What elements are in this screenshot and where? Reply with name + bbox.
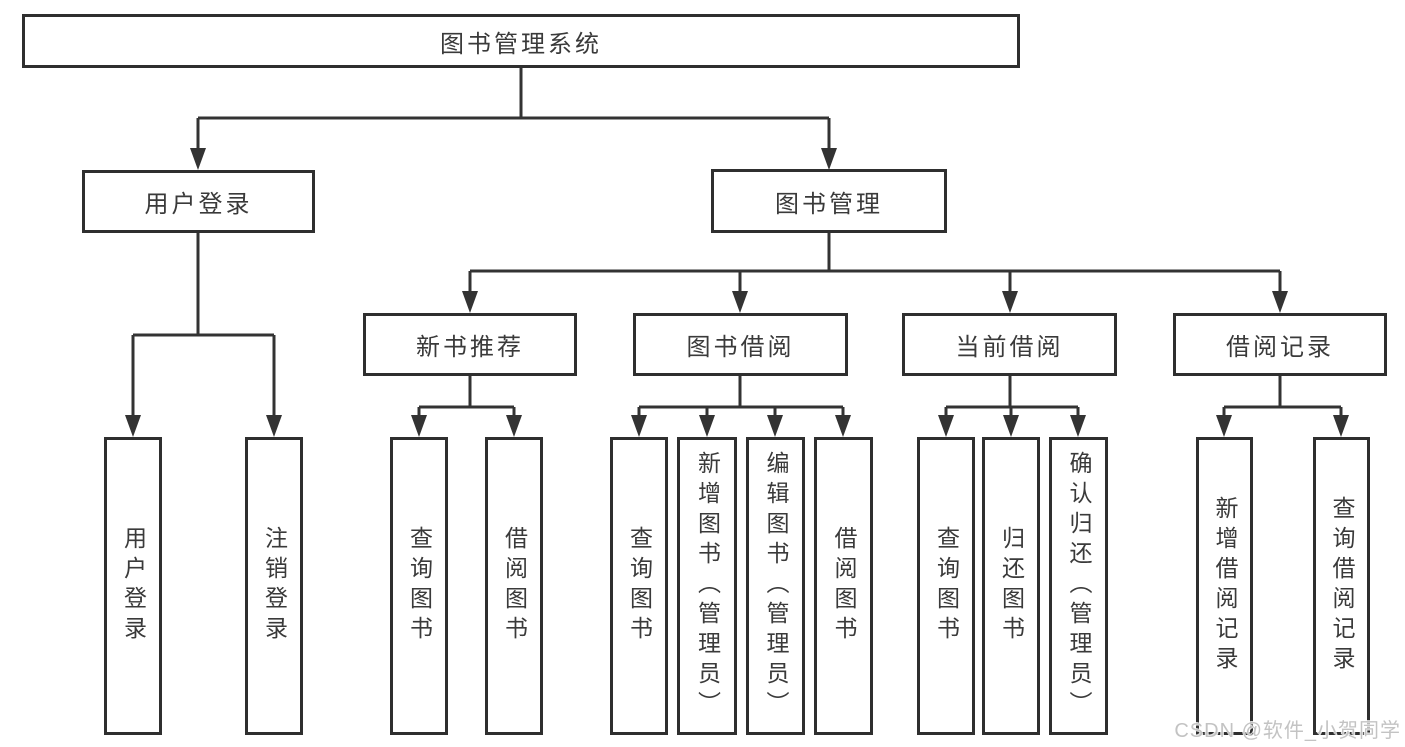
node-label: 借阅图书	[501, 526, 528, 646]
node-leaf-query-book-borrow: 查询图书	[610, 437, 668, 735]
node-label: 注销登录	[261, 526, 288, 646]
node-leaf-user-login: 用户登录	[104, 437, 162, 735]
node-leaf-add-borrow-record: 新增借阅记录	[1196, 437, 1253, 735]
node-label: 查询图书	[933, 526, 960, 646]
node-label: 查询图书	[406, 526, 433, 646]
node-label: 确认归还（管理员）	[1066, 451, 1092, 721]
node-leaf-query-book-current: 查询图书	[917, 437, 975, 735]
node-current-borrow: 当前借阅	[902, 313, 1117, 376]
node-book-management: 图书管理	[711, 169, 947, 233]
node-leaf-logout: 注销登录	[245, 437, 303, 735]
node-label: 归还图书	[998, 526, 1025, 646]
node-root-system: 图书管理系统	[22, 14, 1020, 68]
node-label: 编辑图书（管理员）	[763, 451, 789, 721]
node-new-book-recommend: 新书推荐	[363, 313, 577, 376]
node-label: 查询图书	[626, 526, 653, 646]
node-label: 新增图书（管理员）	[694, 451, 721, 721]
node-leaf-return-book: 归还图书	[982, 437, 1040, 735]
node-label: 借阅图书	[831, 526, 857, 646]
node-leaf-query-book-recommend: 查询图书	[390, 437, 448, 735]
node-leaf-borrow-book: 借阅图书	[814, 437, 873, 735]
node-label: 新增借阅记录	[1212, 496, 1238, 676]
node-book-borrow: 图书借阅	[633, 313, 848, 376]
node-leaf-query-borrow-record: 查询借阅记录	[1313, 437, 1370, 735]
node-leaf-borrow-book-recommend: 借阅图书	[485, 437, 543, 735]
node-leaf-add-book-admin: 新增图书（管理员）	[677, 437, 737, 735]
node-user-login: 用户登录	[82, 170, 315, 233]
node-leaf-edit-book-admin: 编辑图书（管理员）	[746, 437, 805, 735]
csdn-watermark: CSDN @软件_小贺同学	[1174, 720, 1401, 742]
node-borrow-record: 借阅记录	[1173, 313, 1387, 376]
node-label: 查询借阅记录	[1329, 496, 1355, 676]
node-label: 用户登录	[120, 526, 147, 646]
node-leaf-confirm-return-admin: 确认归还（管理员）	[1049, 437, 1108, 735]
